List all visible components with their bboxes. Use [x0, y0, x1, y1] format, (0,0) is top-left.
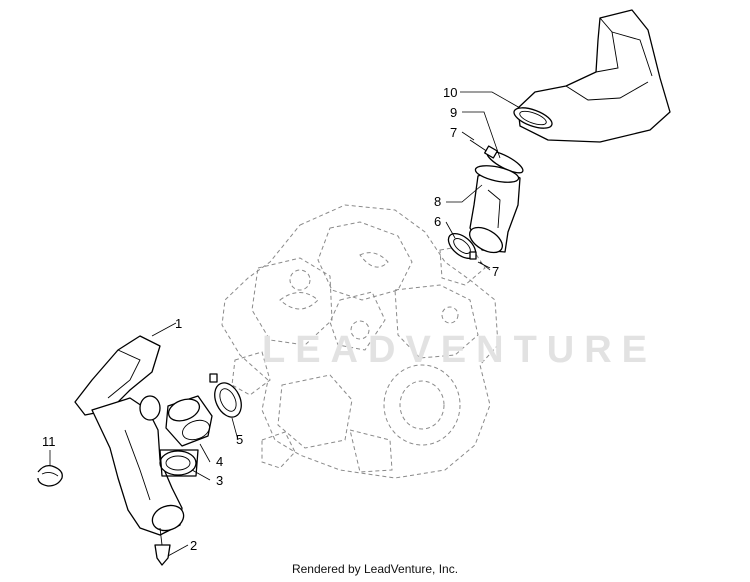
callout-6: 6 — [434, 214, 441, 229]
intake-duct-1 — [74, 335, 185, 536]
callout-3: 3 — [216, 473, 223, 488]
drain-valve-2 — [154, 527, 171, 566]
callout-7-upper: 7 — [450, 125, 457, 140]
callout-5: 5 — [236, 432, 243, 447]
callout-7-lower: 7 — [492, 264, 499, 279]
callout-2: 2 — [190, 538, 197, 553]
callout-10: 10 — [443, 85, 457, 100]
callout-4: 4 — [216, 454, 223, 469]
clamp-6 — [447, 232, 477, 260]
coupler-4 — [165, 395, 213, 447]
clamp-5 — [209, 373, 242, 418]
clamp-3 — [159, 449, 199, 477]
footer-credit: Rendered by LeadVenture, Inc. — [291, 562, 459, 576]
leader-lines — [49, 91, 521, 557]
callout-1: 1 — [175, 316, 182, 331]
engine-outline — [221, 204, 499, 479]
callout-11: 11 — [42, 434, 56, 449]
ring-11 — [37, 464, 63, 487]
callout-9: 9 — [450, 105, 457, 120]
leadventure-watermark: LEADVENTURE — [262, 329, 657, 371]
callout-numbers: 10 9 7 8 6 7 1 5 4 3 2 11 — [42, 85, 499, 553]
screw-7-upper — [469, 139, 498, 159]
intake-boot-8 — [468, 165, 521, 254]
intake-duct-10 — [513, 9, 671, 143]
callout-8: 8 — [434, 194, 441, 209]
